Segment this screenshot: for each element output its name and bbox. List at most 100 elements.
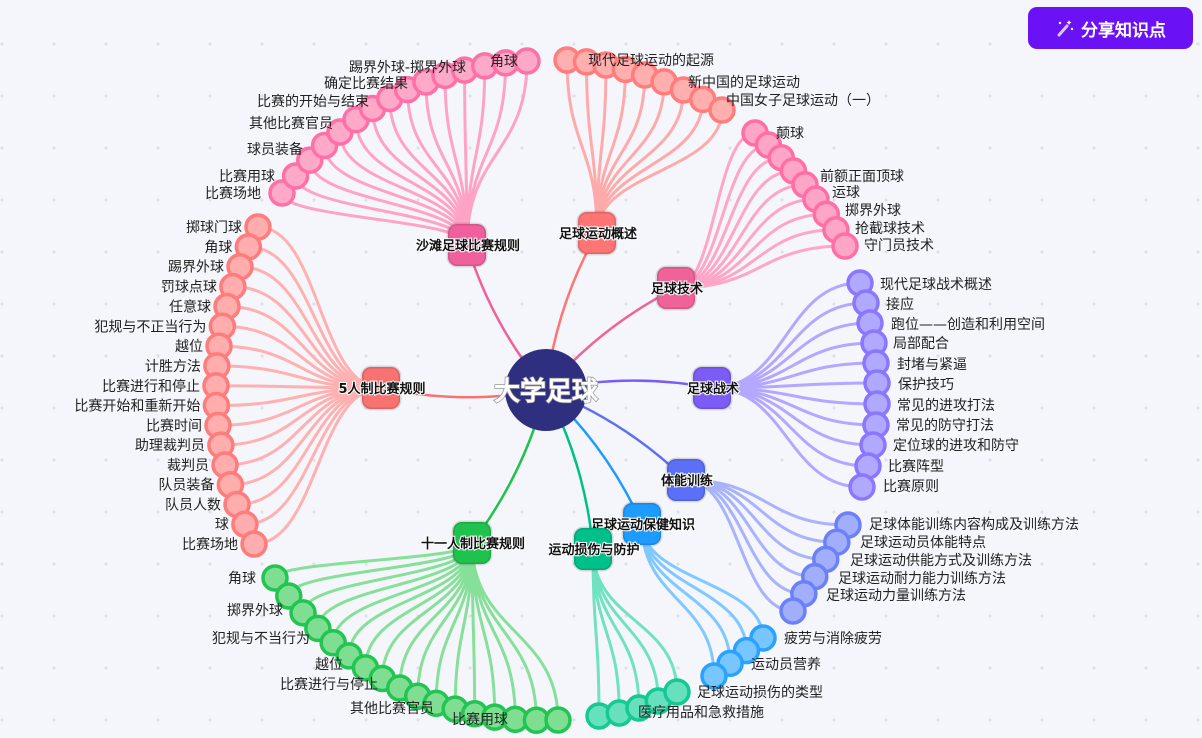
leaf-label[interactable]: 比赛原则	[883, 479, 939, 495]
leaf-label[interactable]: 越位	[175, 339, 203, 355]
leaf-node[interactable]	[708, 96, 736, 124]
leaf-label[interactable]: 比赛用球	[219, 169, 275, 185]
leaf-label[interactable]: 助理裁判员	[135, 438, 205, 454]
leaf-label[interactable]: 角球	[204, 240, 232, 256]
leaf-label[interactable]: 足球运动员体能特点	[860, 535, 986, 551]
leaf-label[interactable]: 足球运动耐力能力训练方法	[838, 571, 1006, 587]
leaf-label[interactable]: 其他比赛官员	[249, 116, 333, 132]
root-circle[interactable]	[505, 349, 587, 431]
leaf-node[interactable]	[831, 232, 859, 260]
leaf-label[interactable]: 跑位——创造和利用空间	[891, 317, 1045, 333]
leaf-label[interactable]: 掷界外球	[845, 203, 901, 219]
leaf-label[interactable]: 接应	[886, 296, 914, 313]
leaf-label[interactable]: 医疗用品和急救措施	[638, 705, 764, 721]
leaf-label[interactable]: 计胜方法	[145, 359, 201, 375]
leaf-label[interactable]: 比赛的开始与结束	[257, 94, 369, 110]
leaf-label[interactable]: 球	[215, 517, 229, 533]
leaf-label[interactable]: 疲劳与消除疲劳	[784, 630, 882, 647]
branch-label[interactable]: 十一人制比赛规则	[420, 535, 526, 553]
leaf-label[interactable]: 比赛开始和重新开始	[74, 399, 200, 415]
leaf-label[interactable]: 封堵与紧逼	[897, 357, 967, 373]
branch-label[interactable]: 体能训练	[660, 472, 714, 490]
leaf-label[interactable]: 比赛时间	[146, 418, 202, 434]
leaf-line	[470, 542, 538, 721]
leaf-label[interactable]: 确定比赛结果	[324, 76, 408, 92]
leaf-label[interactable]: 守门员技术	[864, 238, 934, 254]
leaf-label[interactable]: 运球	[832, 185, 860, 201]
branch-node-five[interactable]	[360, 365, 402, 411]
leaf-label[interactable]: 足球体能训练内容构成及训练方法	[869, 516, 1079, 533]
leaf-label[interactable]: 踢界外球-掷界外球	[349, 60, 466, 76]
leaf-label[interactable]: 前额正面顶球	[820, 168, 904, 185]
leaf-label[interactable]: 足球运动力量训练方法	[826, 588, 966, 604]
leaf-label[interactable]: 颠球	[776, 126, 804, 142]
leaf-line	[591, 548, 679, 693]
branch-node-tech[interactable]	[655, 265, 697, 311]
leaf-label[interactable]: 球员装备	[247, 141, 303, 158]
branch-node-injury[interactable]	[572, 526, 614, 572]
leaf-label[interactable]: 其他比赛官员	[350, 701, 434, 717]
branch-label[interactable]: 沙滩足球比赛规则	[415, 237, 521, 255]
leaf-label[interactable]: 比赛用球	[452, 712, 508, 728]
leaf-label[interactable]: 踢界外球	[168, 260, 224, 276]
leaf-label[interactable]: 现代足球运动的起源	[588, 53, 714, 69]
leaf-label[interactable]: 现代足球战术概述	[880, 277, 992, 293]
leaf-label[interactable]: 犯规与不当行为	[212, 631, 310, 647]
leaf-node[interactable]	[848, 473, 876, 501]
leaf-label[interactable]: 足球运动供能方式及训练方法	[850, 553, 1032, 569]
leaf-label[interactable]: 角球	[228, 571, 256, 587]
branch-fitness: 足球体能训练内容构成及训练方法足球运动员体能特点足球运动供能方式及训练方法足球运…	[660, 457, 1079, 625]
leaf-label[interactable]: 常见的防守打法	[896, 417, 994, 434]
branch-label[interactable]: 5人制比赛规则	[337, 380, 426, 398]
leaf-node[interactable]	[261, 564, 289, 592]
branch-label[interactable]: 足球战术	[686, 380, 740, 398]
branch-label[interactable]: 足球技术	[650, 280, 704, 298]
leaf-label[interactable]: 新中国的足球运动	[688, 75, 800, 91]
leaf-label[interactable]: 队员人数	[165, 497, 221, 513]
leaf-label[interactable]: 比赛场地	[205, 186, 261, 202]
branch-node-overview[interactable]	[576, 210, 618, 256]
leaf-label[interactable]: 掷球门球	[186, 220, 242, 236]
leaf-label[interactable]: 保护技巧	[898, 377, 954, 393]
leaf-node[interactable]	[513, 47, 541, 75]
branch-label[interactable]: 足球运动概述	[558, 225, 638, 243]
leaf-label[interactable]: 比赛阵型	[888, 459, 944, 475]
leaf-node[interactable]	[779, 597, 807, 625]
branch-node-health[interactable]	[621, 501, 663, 547]
leaf-label[interactable]: 运动员营养	[751, 657, 821, 673]
leaf-label[interactable]: 犯规与不正当行为	[94, 319, 206, 335]
root-label[interactable]: 大学足球	[493, 375, 600, 408]
leaf-label[interactable]: 常见的进攻打法	[897, 397, 995, 414]
leaf-label[interactable]: 越位	[315, 657, 343, 673]
leaf-label[interactable]: 足球运动损伤的类型	[697, 685, 823, 701]
leaf-label[interactable]: 局部配合	[893, 336, 949, 352]
branch-label[interactable]: 运动损伤与防护	[547, 541, 640, 559]
share-knowledge-button[interactable]: 分享知识点	[1028, 7, 1193, 49]
leaf-label[interactable]: 掷界外球	[227, 603, 283, 619]
branch-node-eleven[interactable]	[451, 520, 493, 566]
leaf-label[interactable]: 队员装备	[158, 477, 214, 494]
leaf-label[interactable]: 罚球点球	[161, 280, 217, 296]
leaf-label[interactable]: 抢截球技术	[855, 220, 925, 237]
leaf-line	[711, 281, 861, 390]
leaf-label[interactable]: 角球	[490, 54, 518, 70]
branch-label[interactable]: 足球运动保健知识	[590, 516, 696, 534]
branch-node-tactics[interactable]	[691, 365, 733, 411]
leaf-label[interactable]: 中国女子足球运动（一）	[726, 92, 880, 109]
leaf-label[interactable]: 任意球	[169, 298, 211, 315]
leaf-node[interactable]	[240, 530, 268, 558]
leaf-line	[584, 61, 599, 234]
branch-node-fitness[interactable]	[665, 457, 707, 503]
leaf-node[interactable]	[544, 706, 572, 734]
leaf-node[interactable]	[663, 678, 691, 706]
leaf-label[interactable]: 比赛场地	[182, 537, 238, 553]
leaf-label[interactable]: 比赛进行与停止	[280, 676, 378, 693]
leaf-node[interactable]	[700, 662, 728, 690]
branch-five: 掷球门球角球踢界外球罚球点球任意球犯规与不正当行为越位计胜方法比赛进行和停止比赛…	[74, 213, 427, 558]
root-node[interactable]: 大学足球	[493, 349, 600, 431]
leaf-label[interactable]: 裁判员	[167, 458, 209, 474]
leaf-label[interactable]: 比赛进行和停止	[102, 378, 200, 395]
branch-node-beach[interactable]	[446, 222, 488, 268]
leaf-label[interactable]: 定位球的进攻和防守	[893, 438, 1019, 454]
